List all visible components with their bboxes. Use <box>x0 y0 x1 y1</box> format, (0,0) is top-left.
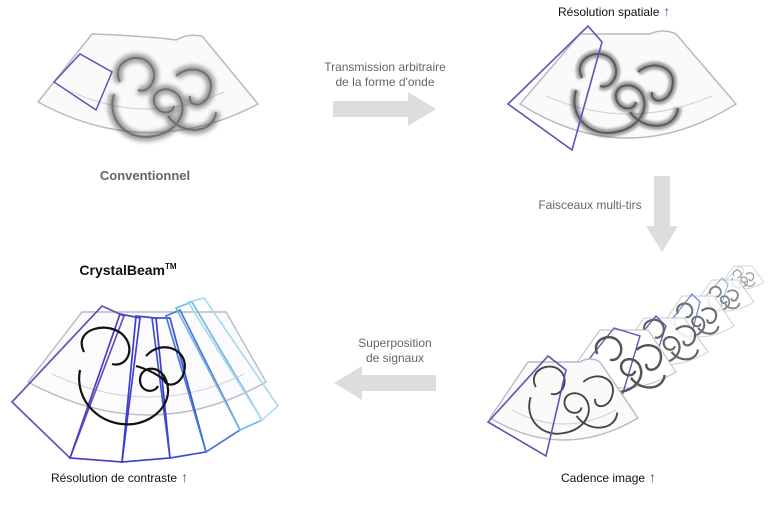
step-superposition: Superposition de signaux <box>340 336 450 366</box>
panel-frame-rate <box>486 265 765 458</box>
process-arrow-down <box>646 176 678 252</box>
step-multibeam-line1: Faisceaux multi-tirs <box>538 198 642 212</box>
step-transmission-line1: Transmission arbitraire <box>324 60 446 74</box>
crystalbeam-title-text: CrystalBeam <box>79 262 165 278</box>
label-contrast-resolution-text: Résolution de contraste <box>51 471 178 485</box>
trademark-mark: TM <box>165 262 177 271</box>
label-frame-rate-text: Cadence image <box>561 471 646 485</box>
arrow-up-icon: ↑ <box>649 469 657 485</box>
label-spatial-resolution: Résolution spatiale↑ <box>558 3 670 19</box>
label-conventional: Conventionnel <box>100 168 190 183</box>
arrow-up-icon: ↑ <box>663 3 671 19</box>
fetus-image-sharp <box>78 326 186 426</box>
superposed-beams <box>10 297 280 463</box>
sector-outline <box>26 311 267 416</box>
scan-line-beam <box>52 53 113 112</box>
process-arrow-right <box>333 92 436 126</box>
panel-spatial-resolution <box>506 24 738 152</box>
step-superposition-line1: Superposition <box>358 336 432 350</box>
wide-beam <box>506 24 603 152</box>
process-arrow-left <box>334 366 436 400</box>
arrow-up-icon: ↑ <box>181 469 189 485</box>
label-contrast-resolution: Résolution de contraste↑ <box>51 469 188 485</box>
panel-crystalbeam <box>10 297 280 463</box>
panel-conventional <box>36 33 260 137</box>
wide-beam <box>486 354 567 458</box>
step-superposition-line2: de signaux <box>365 351 425 365</box>
step-transmission: Transmission arbitraire de la forme d'on… <box>300 60 470 90</box>
crystalbeam-title: CrystalBeamTM <box>79 262 176 278</box>
step-multibeam: Faisceaux multi-tirs <box>530 198 650 213</box>
step-transmission-line2: de la forme d'onde <box>335 75 435 89</box>
front-frame <box>486 354 639 458</box>
label-spatial-resolution-text: Résolution spatiale <box>558 5 660 19</box>
label-frame-rate: Cadence image↑ <box>561 469 656 485</box>
